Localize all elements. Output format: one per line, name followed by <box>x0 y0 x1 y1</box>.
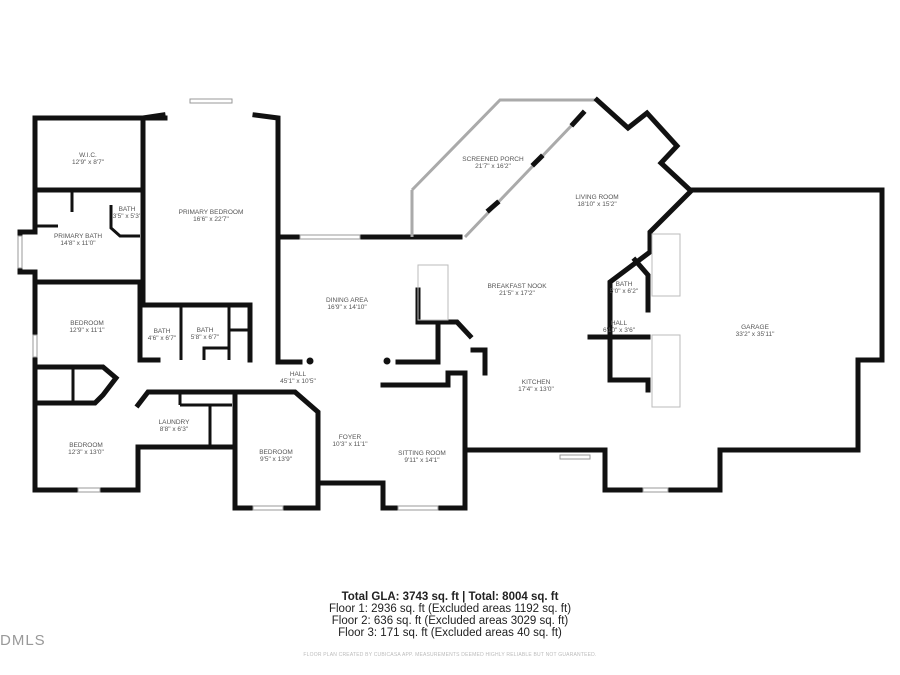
columns <box>306 357 391 365</box>
room-dims: 33'2" x 35'11" <box>736 331 775 338</box>
room-dims: 10'3" x 11'1" <box>332 441 368 448</box>
room-name: BATH <box>119 206 136 213</box>
watermark-logo: DMLS <box>0 632 46 649</box>
room-name: HALL <box>611 320 628 327</box>
floor-1-area: Floor 1: 2936 sq. ft (Excluded areas 119… <box>328 603 572 615</box>
floor-3-area: Floor 3: 171 sq. ft (Excluded areas 40 s… <box>338 627 562 639</box>
room-name: SITTING ROOM <box>398 450 446 457</box>
room-name: GARAGE <box>741 324 769 331</box>
floor-2-area: Floor 2: 636 sq. ft (Excluded areas 3029… <box>331 615 569 627</box>
room-dims: 9'5" x 13'9" <box>260 456 293 463</box>
room-name: BEDROOM <box>259 449 293 456</box>
room-dims: 45'1" x 10'5" <box>280 378 316 385</box>
room-dims: 8'8" x 6'3" <box>160 426 189 433</box>
room-name: FOYER <box>339 434 362 441</box>
room-name: LIVING ROOM <box>575 194 618 201</box>
room-dims: 16'6" x 22'7" <box>193 216 229 223</box>
room-dims: 9'11" x 14'1" <box>404 457 440 464</box>
walls <box>17 96 885 511</box>
room-name: BEDROOM <box>69 442 103 449</box>
area-summary: Total GLA: 3743 sq. ft | Total: 8004 sq.… <box>0 591 900 639</box>
room-name: PRIMARY BEDROOM <box>179 209 244 216</box>
room-dims: 6'10" x 3'6" <box>603 327 636 334</box>
room-name: KITCHEN <box>522 379 551 386</box>
room-dims: 5'0" x 6'2" <box>610 288 639 295</box>
room-dims: 12'3" x 13'0" <box>68 449 104 456</box>
room-name: PRIMARY BATH <box>54 233 102 240</box>
room-name: HALL <box>290 371 307 378</box>
room-labels: W.I.C. 12'9" x 8'7" BATH 3'5" x 5'3" PRI… <box>54 152 775 464</box>
room-dims: 21'7" x 16'2" <box>475 163 511 170</box>
room-name: BATH <box>616 281 633 288</box>
room-name: LAUNDRY <box>159 419 191 426</box>
room-name: BATH <box>197 327 214 334</box>
credit-note: FLOOR PLAN CREATED BY CUBICASA APP. MEAS… <box>303 652 597 658</box>
room-dims: 16'9" x 14'10" <box>327 304 367 311</box>
stairs <box>417 233 681 408</box>
room-dims: 12'9" x 8'7" <box>72 159 105 166</box>
room-dims: 4'6" x 6'7" <box>148 335 177 342</box>
room-dims: 14'8" x 11'0" <box>60 240 96 247</box>
room-name: SCREENED PORCH <box>462 156 524 163</box>
room-dims: 12'9" x 11'1" <box>69 327 105 334</box>
room-dims: 17'4" x 13'0" <box>518 386 554 393</box>
room-name: BEDROOM <box>70 320 104 327</box>
room-dims: 18'10" x 15'2" <box>577 201 617 208</box>
total-gla: Total GLA: 3743 sq. ft | Total: 8004 sq.… <box>341 591 559 603</box>
room-dims: 3'5" x 5'3" <box>113 213 142 220</box>
room-name: DINING AREA <box>326 297 369 304</box>
room-name: W.I.C. <box>79 152 97 159</box>
room-dims: 21'5" x 17'2" <box>499 290 535 297</box>
room-name: BATH <box>154 328 171 335</box>
floor-plan: W.I.C. 12'9" x 8'7" BATH 3'5" x 5'3" PRI… <box>17 96 885 511</box>
room-name: BREAKFAST NOOK <box>487 283 547 290</box>
windows <box>17 98 669 511</box>
room-dims: 5'8" x 6'7" <box>191 334 220 341</box>
